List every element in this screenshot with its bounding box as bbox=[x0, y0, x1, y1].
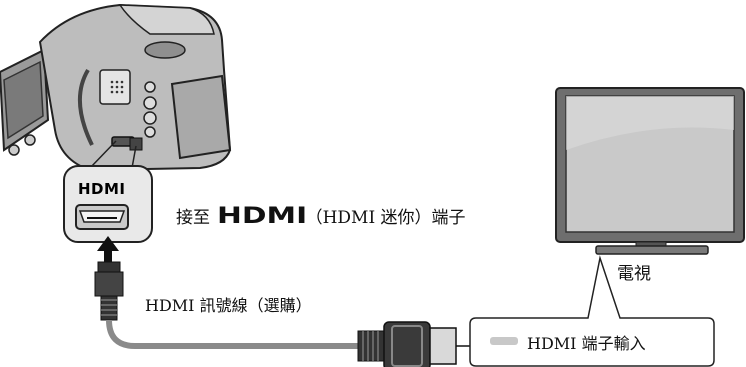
connect-suffix: （HDMI 迷你）端子 bbox=[305, 208, 466, 228]
cable-label: HDMI 訊號線（選購） bbox=[145, 296, 312, 315]
hdmi-port-logo: HDMI bbox=[78, 180, 126, 198]
camcorder-icon bbox=[0, 3, 232, 172]
tv-input-callout bbox=[469, 255, 715, 367]
tv-input-label: HDMI 端子輸入 bbox=[527, 334, 646, 353]
hdmi-cable bbox=[106, 319, 360, 349]
arrow-up-icon bbox=[97, 236, 119, 262]
connect-label: 接至 HDMI （HDMI 迷你）端子 bbox=[176, 203, 466, 229]
hdmi-connector-icon bbox=[94, 261, 124, 321]
hdmi-plug-icon bbox=[357, 321, 476, 367]
television-icon bbox=[555, 87, 745, 255]
hdmi-port-callout bbox=[63, 165, 153, 243]
connect-prefix: 接至 bbox=[176, 208, 210, 228]
tv-label: 電視 bbox=[617, 264, 651, 284]
hdmi-logo: HDMI bbox=[217, 204, 308, 229]
